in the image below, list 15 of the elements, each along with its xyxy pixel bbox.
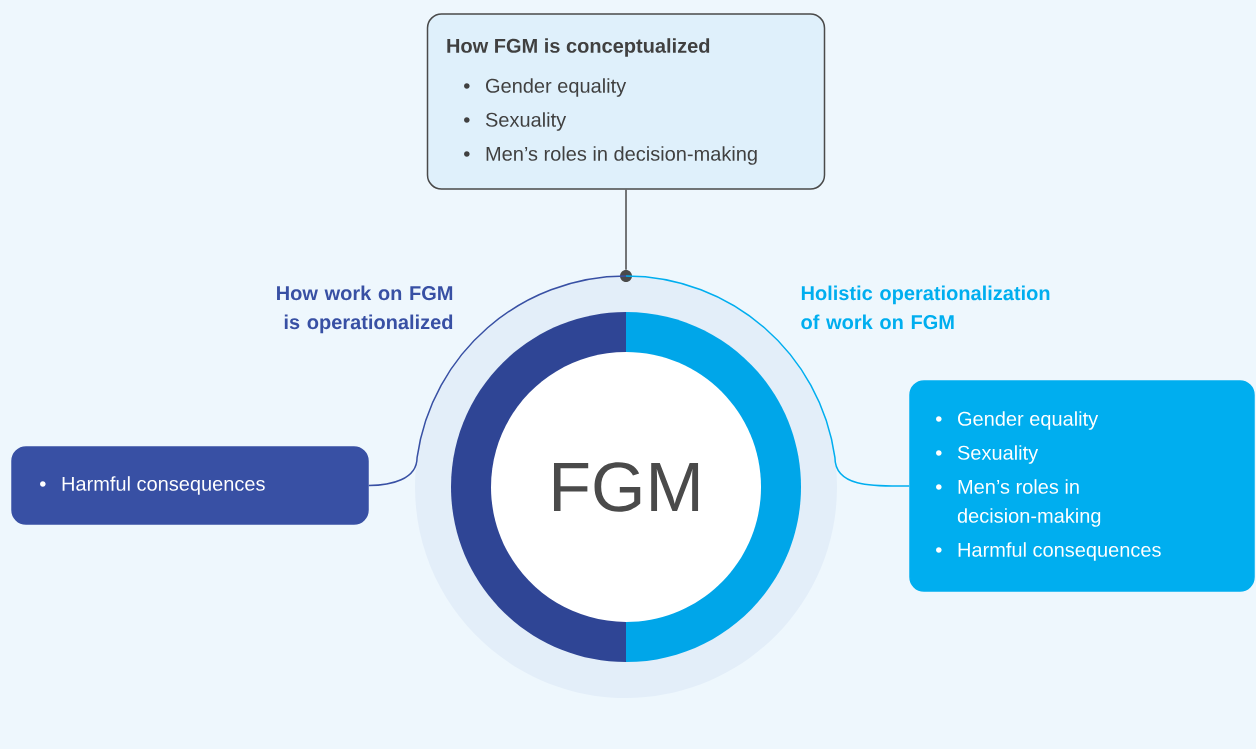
bullet-item: Men’s roles in decision-making — [936, 479, 1101, 527]
bullet-item: Sexuality — [464, 112, 567, 131]
info-box — [426, 13, 826, 190]
connector-line — [625, 275, 910, 487]
bullet-item: Gender equality — [936, 411, 1099, 430]
connector-line — [625, 189, 627, 271]
bullet-item: Men’s roles in decision-making — [464, 146, 757, 165]
bullet-box — [11, 446, 369, 525]
bullet-item: Harmful consequences — [936, 542, 1161, 561]
bullet-item: Gender equality — [464, 78, 627, 97]
bullet-box — [909, 380, 1255, 592]
connector-line — [368, 275, 627, 487]
bullet-item: Sexuality — [936, 445, 1039, 464]
box-heading: How FGM is conceptualized — [447, 38, 710, 57]
bullet-item: Harmful consequences — [40, 476, 265, 495]
